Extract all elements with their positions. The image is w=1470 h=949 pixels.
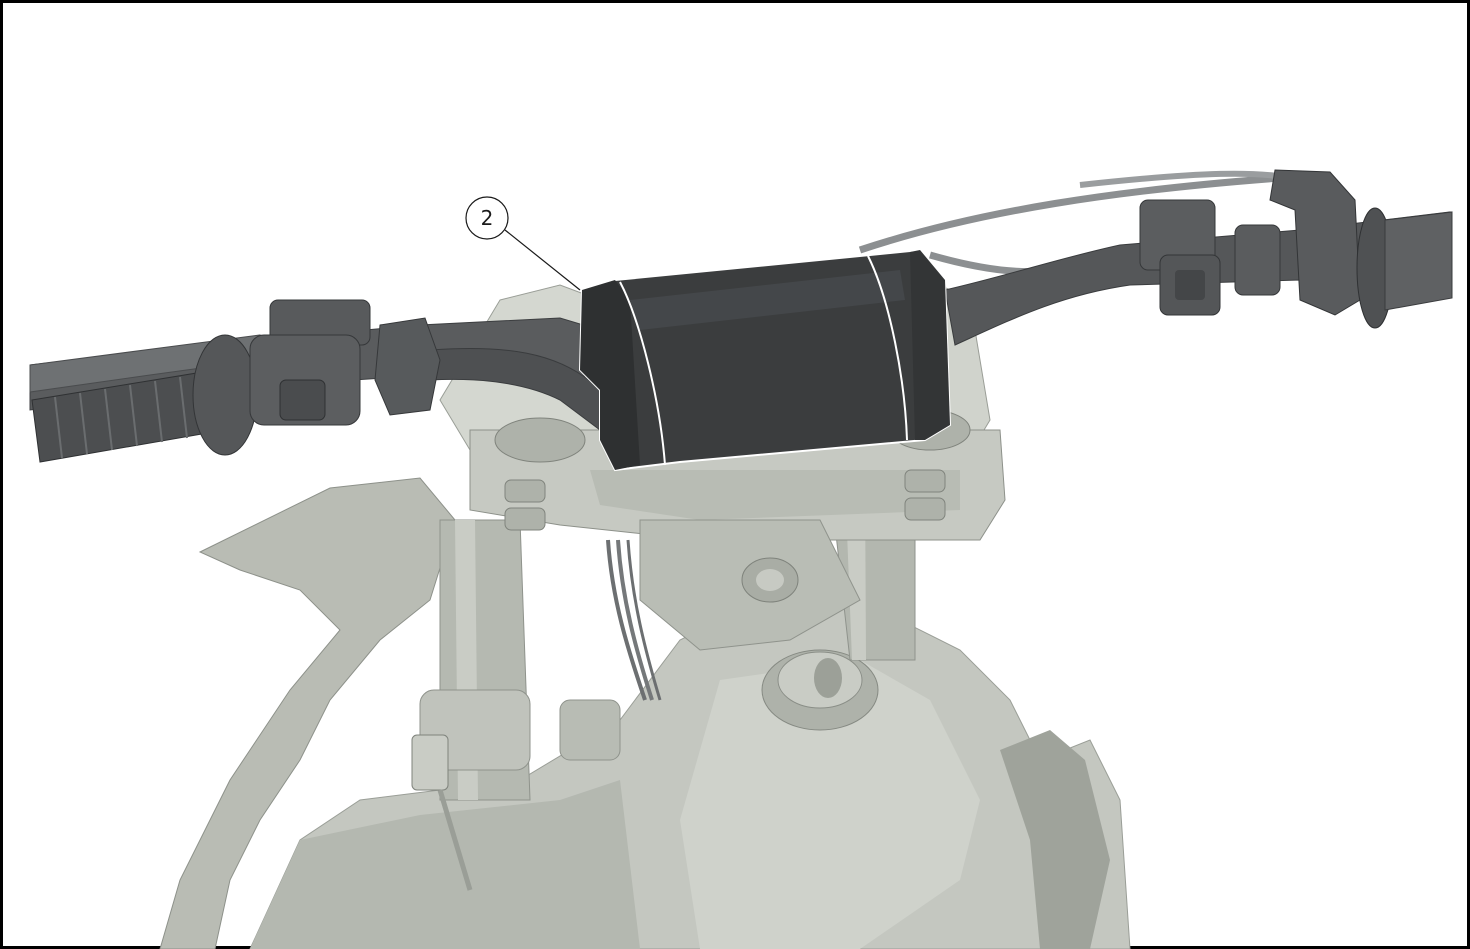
fuel-tank: [159, 477, 1131, 949]
callout-leader-line: [504, 229, 581, 291]
callout-number: 2: [481, 206, 494, 230]
pad-strap-right: [867, 255, 908, 441]
callout-circle: [465, 196, 509, 240]
handlebar-pad: [578, 248, 952, 472]
pad-strap-left: [619, 281, 666, 466]
right-grip: [1384, 211, 1453, 311]
front-fork: [411, 279, 1006, 891]
callout-2: 2: [465, 196, 581, 291]
left-controls: [29, 299, 441, 463]
right-controls: [1139, 169, 1453, 329]
